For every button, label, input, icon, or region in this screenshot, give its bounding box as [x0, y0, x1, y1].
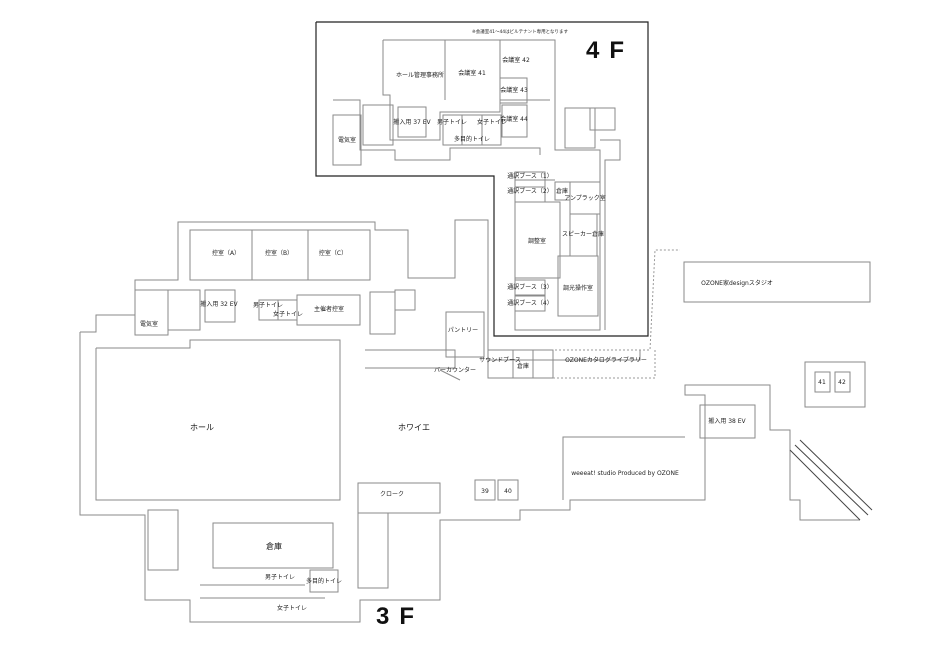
- floor4-frame: [315, 21, 649, 337]
- room-booth-4[interactable]: 通訳ブース（4）: [507, 299, 553, 307]
- room-bar-counter[interactable]: バーカウンター: [434, 366, 476, 374]
- room-weeeat-studio[interactable]: weeeat! studio Produced by OZONE: [571, 470, 679, 477]
- room-4f-womens-toilet[interactable]: 女子トイレ: [477, 118, 507, 126]
- room-booth-1[interactable]: 通訳ブース（1）: [507, 172, 553, 180]
- room-freight-ev-38[interactable]: 搬入用 38 EV: [708, 417, 746, 425]
- room-waiting-a[interactable]: 控室（A）: [212, 249, 240, 257]
- floor3-dashed-boundary-lower: [553, 350, 656, 379]
- ev-41[interactable]: 41: [818, 379, 826, 386]
- floor3-walls: [79, 219, 873, 623]
- room-warehouse[interactable]: 倉庫: [266, 541, 282, 551]
- room-hall-office[interactable]: ホール管理事務所: [396, 71, 444, 79]
- room-3f-womens-toilet-small[interactable]: 女子トイレ: [273, 310, 303, 318]
- room-catalog-library[interactable]: OZONEカタログライブラリー: [565, 356, 647, 364]
- room-waiting-c[interactable]: 控室（C）: [319, 249, 347, 257]
- room-3f-mens-toilet-small[interactable]: 男子トイレ: [253, 302, 283, 309]
- room-speaker-storage[interactable]: スピーカー倉庫: [562, 230, 604, 238]
- room-booth-3[interactable]: 通訳ブース（3）: [507, 283, 553, 291]
- floor3-label: 3F: [376, 603, 424, 630]
- room-control[interactable]: 調整室: [528, 237, 546, 245]
- room-booth-2[interactable]: 通訳ブース（2）: [507, 187, 553, 195]
- room-meeting-42[interactable]: 会議室 42: [502, 56, 530, 64]
- room-3f-storage-small[interactable]: 倉庫: [517, 362, 529, 370]
- room-meeting-44[interactable]: 会議室 44: [500, 115, 528, 123]
- room-design-studio[interactable]: OZONE家designスタジオ: [701, 279, 773, 287]
- ev-42[interactable]: 42: [838, 379, 846, 386]
- room-3f-electric[interactable]: 電気室: [140, 320, 158, 328]
- room-3f-freight-ev[interactable]: 搬入用 32 EV: [200, 300, 238, 308]
- floor4-walls: [332, 39, 621, 331]
- room-4f-freight-ev[interactable]: 搬入用 37 EV: [393, 118, 431, 126]
- room-3f-multi-toilet[interactable]: 多目的トイレ: [306, 577, 342, 585]
- room-4f-storage[interactable]: 倉庫: [556, 187, 568, 195]
- room-pantry[interactable]: パントリー: [448, 327, 478, 334]
- room-3f-womens-toilet[interactable]: 女子トイレ: [277, 604, 307, 612]
- ev-40[interactable]: 40: [504, 488, 512, 495]
- room-foyer[interactable]: ホワイエ: [398, 423, 430, 432]
- room-4f-multi-toilet[interactable]: 多目的トイレ: [454, 135, 490, 143]
- ev-39[interactable]: 39: [481, 488, 489, 495]
- floor4-label: 4F: [586, 37, 634, 64]
- room-4f-electric[interactable]: 電気室: [338, 136, 356, 144]
- room-waiting-b[interactable]: 控室（B）: [265, 249, 293, 257]
- room-3f-mens-toilet[interactable]: 男子トイレ: [265, 574, 295, 581]
- room-meeting-41[interactable]: 会議室 41: [458, 69, 486, 77]
- room-amp-rack[interactable]: アンプラック室: [564, 194, 606, 202]
- room-sound-booth[interactable]: サウンドブース: [479, 356, 521, 364]
- room-lighting[interactable]: 調光操作室: [563, 284, 593, 292]
- room-meeting-43[interactable]: 会議室 43: [500, 86, 528, 94]
- room-cloak[interactable]: クローク: [380, 491, 404, 498]
- room-hall[interactable]: ホール: [190, 423, 214, 432]
- room-organizer[interactable]: 主催者控室: [314, 305, 344, 313]
- tenant-note: ※会議室41～44はビルテナント専用となります: [472, 28, 569, 35]
- room-4f-mens-toilet[interactable]: 男子トイレ: [437, 119, 467, 126]
- floor3-dashed-boundary: [555, 249, 680, 351]
